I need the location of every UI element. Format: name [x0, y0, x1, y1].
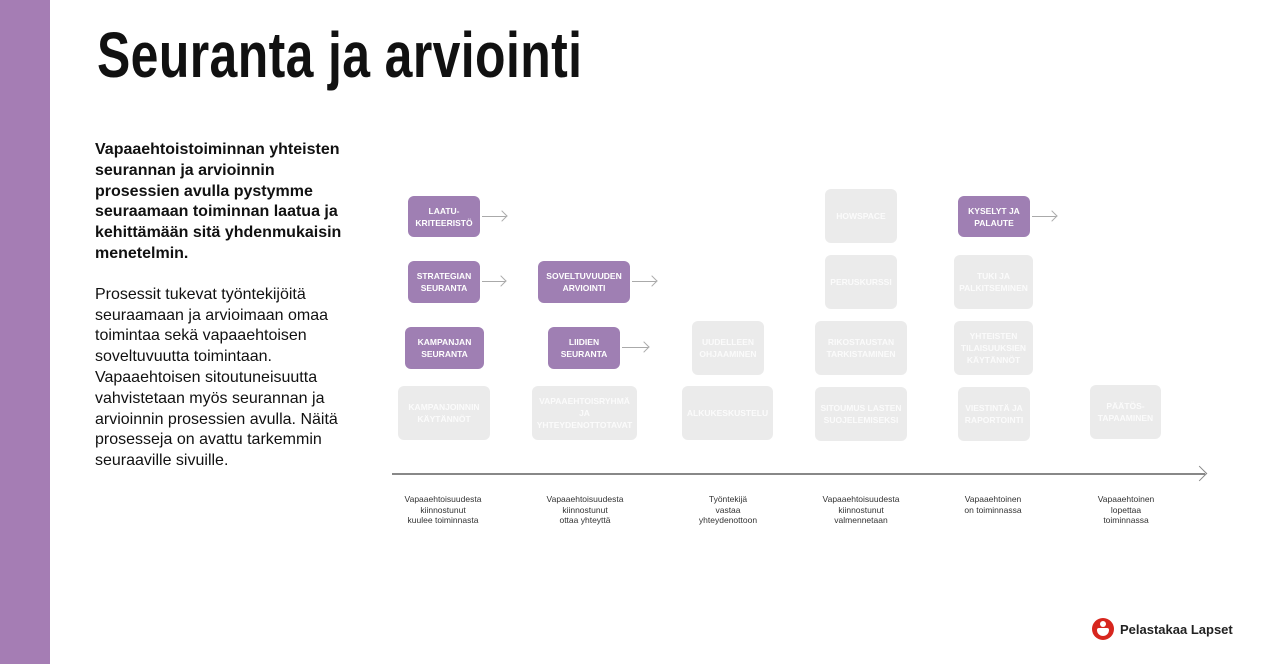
arrow-icon — [482, 216, 506, 217]
box-rikostausta[interactable]: RIKOSTAUSTAN TARKISTAMINEN — [815, 321, 907, 375]
box-uudelleen-ohjaaminen[interactable]: UUDELLEEN OHJAAMINEN — [692, 321, 764, 375]
intro-body: Prosessit tukevat työntekijöitä seuraama… — [95, 285, 338, 470]
timeline-axis — [392, 473, 1205, 475]
box-yhteiset-tilaisuudet[interactable]: YHTEISTEN TILAISUUKSIEN KÄYTÄNNÖT — [954, 321, 1033, 375]
box-peruskurssi[interactable]: PERUSKURSSI — [825, 255, 897, 309]
box-sitoumus[interactable]: SITOUMUS LASTEN SUOJELEMISEKSI — [815, 387, 907, 441]
arrow-icon — [632, 281, 656, 282]
box-yhteydenottotavat[interactable]: VAPAAEHTOISRYHMÄ JA YHTEYDENOTTOTAVAT — [532, 386, 637, 440]
box-liidien-seuranta[interactable]: LIIDIEN SEURANTA — [548, 327, 620, 369]
box-kampanjoinnin-kaytannot[interactable]: KAMPANJOINNIN KÄYTÄNNÖT — [398, 386, 490, 440]
box-alkukeskustelu[interactable]: ALKUKESKUSTELU — [682, 386, 773, 440]
arrow-icon — [1032, 216, 1056, 217]
page-title: Seuranta ja arviointi — [97, 19, 583, 91]
box-laatukriteeristo[interactable]: LAATU- KRITEERISTÖ — [408, 196, 480, 237]
box-tuki-ja-palkitseminen[interactable]: TUKI JA PALKITSEMINEN — [954, 255, 1033, 309]
stage-label: Vapaaehtoisuudesta kiinnostunut ottaa yh… — [546, 494, 624, 525]
box-kampanjan-seuranta[interactable]: KAMPANJAN SEURANTA — [405, 327, 484, 369]
box-kyselyt-ja-palaute[interactable]: KYSELYT JA PALAUTE — [958, 196, 1030, 237]
child-logo-icon — [1092, 618, 1114, 640]
logo-text: Pelastakaa Lapset — [1120, 621, 1233, 637]
stage-label: Vapaaehtoinen lopettaa toiminnassa — [1097, 494, 1155, 525]
arrow-icon — [622, 347, 648, 348]
stage-label: Vapaaehtoisuudesta kiinnostunut valmenne… — [822, 494, 900, 525]
accent-sidebar — [0, 0, 50, 664]
box-viestinta[interactable]: VIESTINTÄ JA RAPORTOINTI — [958, 387, 1030, 441]
stage-label: Vapaaehtoisuudesta kiinnostunut kuulee t… — [404, 494, 482, 525]
box-soveltuvuuden-arviointi[interactable]: SOVELTUVUUDEN ARVIOINTI — [538, 261, 630, 303]
intro-text: Vapaaehtoistoiminnan yhteisten seurannan… — [95, 140, 345, 492]
box-paatostapaaminen[interactable]: PÄÄTÖS- TAPAAMINEN — [1090, 385, 1161, 439]
intro-lead: Vapaaehtoistoiminnan yhteisten seurannan… — [95, 141, 342, 262]
box-strategian-seuranta[interactable]: STRATEGIAN SEURANTA — [408, 261, 480, 303]
stage-label: Työntekijä vastaa yhteydenottoon — [698, 494, 758, 525]
logo: Pelastakaa Lapset — [1092, 618, 1233, 640]
box-howspace[interactable]: HOWSPACE — [825, 189, 897, 243]
stage-label: Vapaaehtoinen on toiminnassa — [964, 494, 1022, 515]
arrow-icon — [482, 281, 505, 282]
